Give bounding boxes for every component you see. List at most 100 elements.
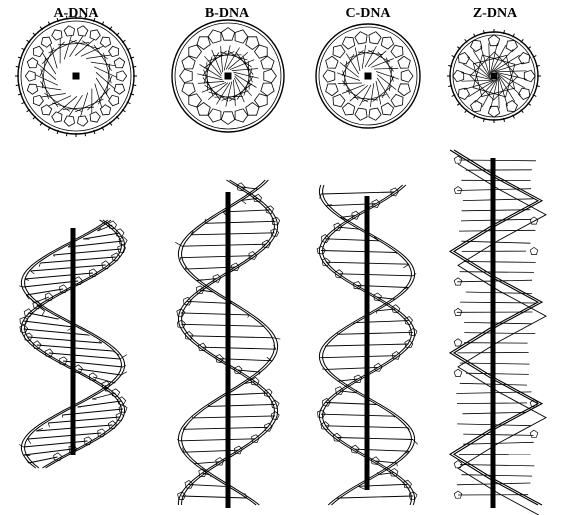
base-pair-line (497, 77, 500, 109)
base-pair-rung (188, 335, 274, 339)
phosphate-branch (23, 454, 31, 456)
backbone-zigzag (457, 163, 547, 515)
base-pair-line (95, 77, 110, 100)
base-pair-line (369, 83, 375, 108)
chord-line (98, 75, 113, 105)
phosphate-branch (319, 193, 322, 199)
backbone-tick (32, 115, 37, 120)
sugar-ring (230, 262, 240, 271)
backbone-tick (26, 109, 31, 113)
sugar-ring (215, 457, 225, 466)
phosphate-branch (207, 404, 210, 407)
sugar-ring (117, 244, 126, 253)
chord-line (44, 92, 71, 112)
base-pair-rung (460, 301, 536, 304)
chord-line (342, 80, 359, 101)
backbone-tick (532, 94, 537, 97)
phosphate-branch (97, 227, 102, 232)
base-pair-line (233, 79, 236, 106)
base-pair-rung (78, 368, 122, 376)
base-pair-rung (461, 240, 531, 244)
base-pair-rung (378, 472, 394, 476)
sugar-ring (453, 338, 463, 347)
helix-axis-bar (70, 228, 76, 455)
base-pair-line (199, 64, 222, 79)
base-pair-line (68, 95, 83, 117)
base-pair-line (234, 75, 252, 97)
base-pair-line (204, 55, 222, 77)
phosphate-branch (373, 236, 380, 242)
chord-line (220, 51, 248, 61)
sugar-ring (63, 115, 75, 127)
sugar-ring (321, 234, 330, 244)
phosphate-branch (377, 471, 379, 475)
base-pair-rung (181, 323, 265, 327)
sugar-ring (263, 422, 273, 432)
sugar-ring (380, 36, 395, 50)
phosphate-branch (358, 485, 365, 490)
sugar-ring (234, 29, 249, 44)
base-pair-rung (190, 232, 275, 236)
sugar-ring (24, 332, 33, 341)
sugar-ring (332, 93, 346, 108)
base-pair-line (359, 84, 372, 107)
chord-line (493, 75, 519, 101)
base-pair-line (35, 74, 59, 86)
sugar-ring (263, 68, 277, 84)
phosphate-branch (112, 350, 120, 356)
base-pair-rung (460, 464, 535, 467)
base-pair-line (227, 52, 249, 70)
sugar-ring (234, 108, 249, 123)
sugar-ring (51, 111, 63, 123)
sugar-ring (320, 421, 330, 430)
a-dna-side-view (19, 219, 128, 469)
chord-line (342, 70, 350, 95)
backbone-tick (56, 130, 59, 135)
base-pair-rung (461, 474, 533, 477)
sugar-ring (179, 68, 193, 84)
backbone-tick (56, 17, 59, 22)
backbone-tick (17, 56, 22, 59)
phosphate-branch (179, 257, 182, 261)
chord-line (481, 87, 516, 97)
backbone-tick (464, 109, 468, 114)
sugar-ring (195, 285, 205, 294)
chord-line (242, 55, 253, 83)
sugar-ring (325, 83, 339, 97)
base-pair-line (497, 72, 525, 89)
phosphate-branch (266, 357, 272, 361)
backbone-tick (473, 114, 476, 119)
sugar-ring (487, 105, 501, 118)
sugar-ring (400, 69, 414, 83)
sugar-ring (245, 36, 260, 50)
phosphate-branch (113, 381, 116, 384)
base-pair-rung (463, 433, 534, 436)
base-pair-rung (180, 255, 253, 259)
backbone-strand-1 (322, 184, 416, 506)
phosphate-branch (182, 447, 185, 453)
backbone-strand-2 (20, 219, 122, 469)
label-a-dna: A-DNA (53, 6, 99, 21)
sugar-ring (529, 216, 539, 225)
base-pair-line (346, 53, 360, 75)
chord-line (204, 84, 229, 102)
sugar-ring (181, 82, 196, 97)
backbone-strand-2 (322, 184, 416, 506)
backbone-tick (26, 39, 31, 43)
sugar-ring (183, 296, 192, 306)
backbone-tick (93, 17, 96, 22)
sugar-ring (354, 107, 368, 121)
sugar-ring (207, 29, 222, 44)
backbone-strand-2 (177, 179, 275, 506)
base-pair-rung (48, 416, 120, 424)
chord-line (40, 81, 59, 108)
chord-line (493, 51, 519, 77)
base-pair-line (488, 43, 491, 75)
sugar-ring (215, 354, 224, 363)
chord-line (473, 63, 483, 98)
base-pair-line (69, 35, 84, 57)
sugar-ring (404, 316, 414, 325)
base-pair-line (48, 95, 72, 107)
sugar-ring (453, 307, 463, 316)
base-pair-rung (459, 271, 534, 273)
